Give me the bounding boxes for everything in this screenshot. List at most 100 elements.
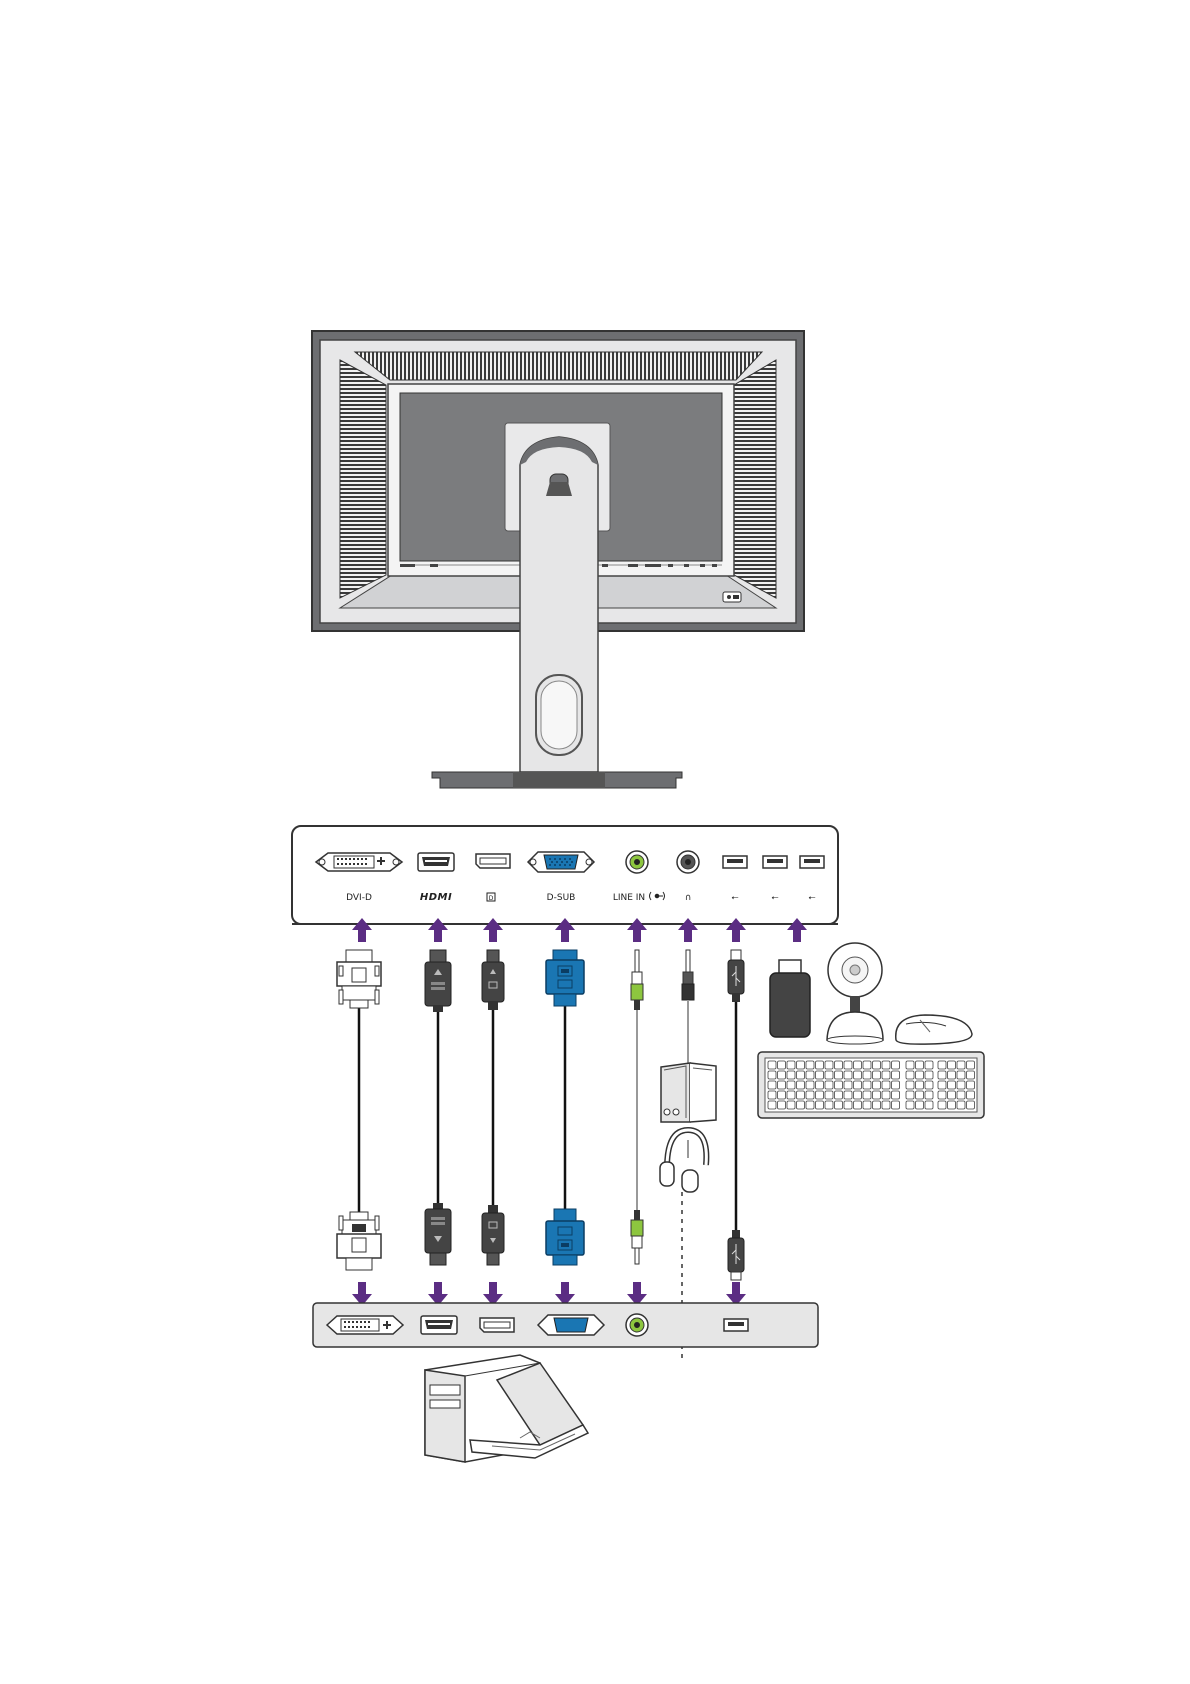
speakers [661, 1063, 716, 1122]
keyboard-key [957, 1071, 965, 1079]
top-vent [355, 352, 762, 380]
keyboard-key [844, 1081, 852, 1089]
keyboard-key [957, 1081, 965, 1089]
keyboard-key [882, 1091, 890, 1099]
keyboard-key [844, 1071, 852, 1079]
usb-flash-drive [770, 960, 810, 1037]
keyboard-key [906, 1071, 914, 1079]
keyboard-key [797, 1061, 805, 1069]
keyboard-key [816, 1081, 824, 1089]
keyboard-key [948, 1101, 956, 1109]
dsub-port [528, 852, 594, 872]
dp-label: D [489, 895, 494, 902]
displayport-cable [482, 950, 504, 1265]
keyboard-key [925, 1101, 933, 1109]
keyboard-key [925, 1061, 933, 1069]
hdmi-cable [425, 950, 451, 1265]
displayport-port [476, 854, 510, 868]
keyboard-key [967, 1091, 975, 1099]
audio-cable [631, 950, 643, 1264]
keyboard-key [916, 1071, 924, 1079]
monitor [312, 331, 804, 788]
mouse [896, 1015, 972, 1044]
keyboard-key [825, 1071, 833, 1079]
keyboard-key [844, 1061, 852, 1069]
keyboard-key [787, 1101, 795, 1109]
dvi-connector-bottom [337, 1212, 381, 1270]
keyboard-key [906, 1091, 914, 1099]
keyboard-key [873, 1081, 881, 1089]
keyboard-key [882, 1071, 890, 1079]
monitor-port-panel: DVI-D HDMI D D-SUB [292, 826, 838, 924]
keyboard-key [882, 1061, 890, 1069]
keyboard-key [844, 1101, 852, 1109]
keyboard-key [873, 1101, 881, 1109]
keyboard-key [825, 1091, 833, 1099]
keyboard-key [768, 1101, 776, 1109]
keyboard-key [816, 1101, 824, 1109]
keyboard-key [854, 1101, 862, 1109]
keyboard-key [854, 1081, 862, 1089]
keyboard-key [863, 1061, 871, 1069]
keyboard-key [873, 1071, 881, 1079]
keyboard-key [938, 1061, 946, 1069]
keyboard-key [787, 1061, 795, 1069]
headphone-port [677, 851, 699, 873]
keyboard-key [797, 1101, 805, 1109]
keyboard-key [768, 1061, 776, 1069]
keyboard-key [892, 1071, 900, 1079]
keyboard-key [778, 1071, 786, 1079]
dvi-cable [337, 950, 381, 1270]
keyboard-key [957, 1091, 965, 1099]
keyboard-key [806, 1091, 814, 1099]
keyboard-key [844, 1091, 852, 1099]
usb-icon: ⭠ [808, 893, 815, 903]
keyboard-key [797, 1081, 805, 1089]
dvi-label: DVI-D [346, 893, 372, 903]
keyboard-key [967, 1061, 975, 1069]
keyboard-key [854, 1061, 862, 1069]
keyboard-key [863, 1081, 871, 1089]
left-vent [340, 360, 386, 598]
webcam [827, 943, 883, 1044]
dsub-label: D-SUB [547, 893, 576, 903]
keyboard-key [787, 1081, 795, 1089]
keyboard-key [797, 1091, 805, 1099]
keyboard-key [892, 1101, 900, 1109]
keyboard-key [957, 1061, 965, 1069]
hdmi-port [418, 853, 454, 871]
computer-port-panel [313, 1303, 818, 1347]
keyboard-key [906, 1061, 914, 1069]
keyboard-key [948, 1081, 956, 1089]
keyboard-key [873, 1091, 881, 1099]
keyboard-key [778, 1101, 786, 1109]
usb-downstream-port-1 [763, 856, 787, 868]
keyboard-key [806, 1071, 814, 1079]
keyboard-key [835, 1061, 843, 1069]
keyboard-key [825, 1101, 833, 1109]
usb-downstream-port-2 [800, 856, 824, 868]
keyboard-key [806, 1061, 814, 1069]
keyboard-key [916, 1081, 924, 1089]
keyboard-key [816, 1071, 824, 1079]
line-in-label: LINE IN [613, 893, 645, 903]
keyboard-key [892, 1091, 900, 1099]
usb-icon: ⭠ [731, 893, 738, 903]
keyboard-key [816, 1091, 824, 1099]
keyboard-key [916, 1091, 924, 1099]
keyboard-key [906, 1081, 914, 1089]
keyboard-key [768, 1071, 776, 1079]
keyboard-key [925, 1071, 933, 1079]
keyboard-key [787, 1091, 795, 1099]
keyboard-key [768, 1091, 776, 1099]
right-vent [734, 360, 776, 598]
keyboard-key [925, 1081, 933, 1089]
keyboard-key [925, 1091, 933, 1099]
keyboard-key [835, 1071, 843, 1079]
keyboard-key [948, 1091, 956, 1099]
keyboard-key [938, 1091, 946, 1099]
dvi-connector-top [337, 950, 381, 1008]
keyboard-key [825, 1061, 833, 1069]
hdmi-label: HDMI [420, 892, 452, 903]
